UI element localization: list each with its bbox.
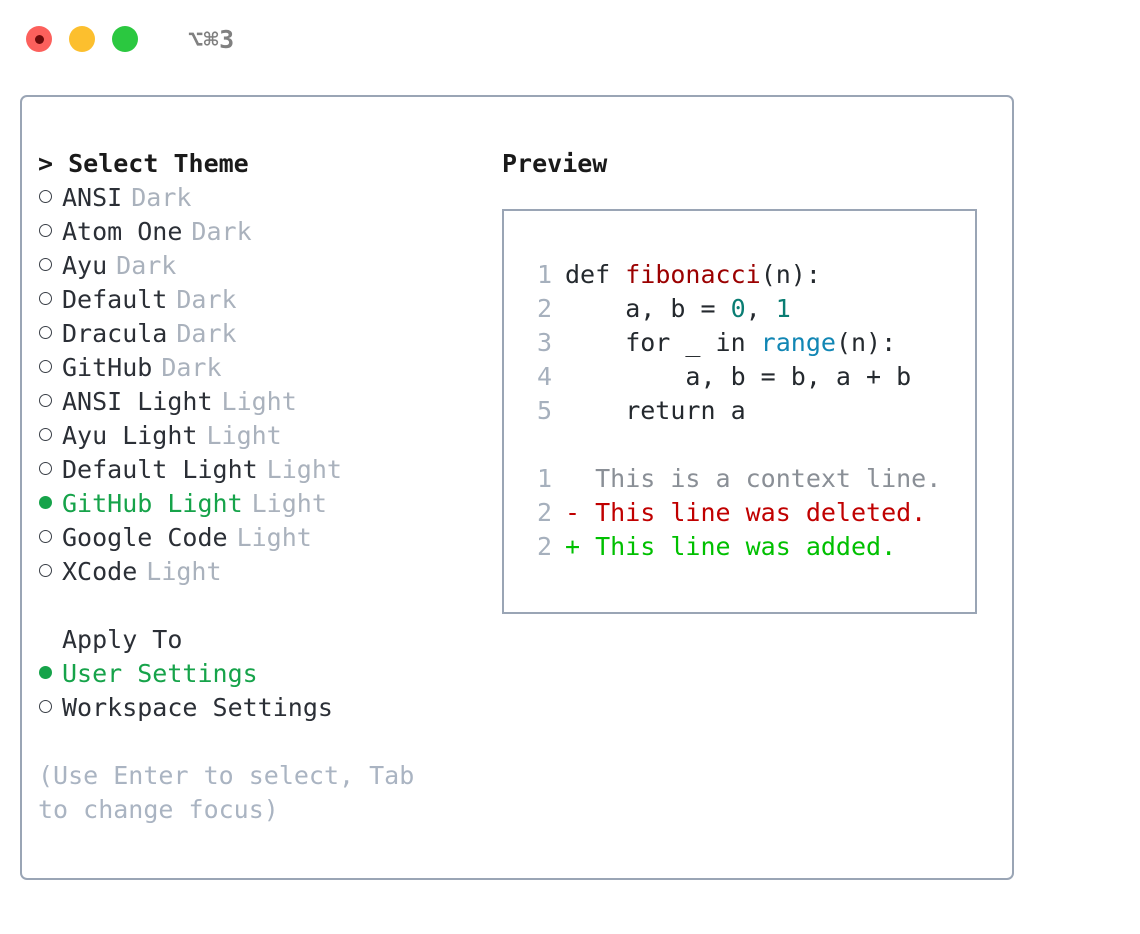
theme-option-category: Light <box>251 489 327 518</box>
theme-option-ayu-light[interactable]: Ayu Light Light <box>38 419 488 453</box>
code-line-text: a, b = 0, 1 <box>565 292 791 326</box>
theme-option-label: Default <box>62 285 168 314</box>
diff-marker: - <box>565 498 596 527</box>
theme-option-xcode[interactable]: XCode Light <box>38 555 488 589</box>
minimize-button[interactable] <box>69 26 95 52</box>
apply-to-option-label: Workspace Settings <box>62 693 333 722</box>
code-line: 1 def fibonacci(n): <box>522 258 975 292</box>
theme-option-label: ANSI Light <box>62 387 213 416</box>
theme-option-label: XCode <box>62 557 138 586</box>
keyboard-hint-text: (Use Enter to select, Tab to change focu… <box>38 761 430 824</box>
apply-to-option-label: User Settings <box>62 659 258 688</box>
preview-heading: Preview <box>502 149 608 178</box>
apply-to-option-user-settings[interactable]: User Settings <box>38 657 488 691</box>
code-token-plain: , <box>745 294 776 323</box>
code-line: 3 for _ in range(n): <box>522 326 975 360</box>
line-number: 1 <box>536 260 552 289</box>
window-controls <box>26 26 138 52</box>
theme-option-category: Dark <box>176 319 237 348</box>
apply-to-heading: Apply To <box>62 625 183 654</box>
theme-option-category: Dark <box>191 217 252 246</box>
code-token-plain: (n): <box>835 328 897 357</box>
diff-line: 1 This is a context line. <box>522 462 975 496</box>
theme-option-label: Google Code <box>62 523 228 552</box>
line-number: 2 <box>536 532 552 561</box>
code-line-text: for _ in range(n): <box>565 326 896 360</box>
diff-line-text: This line was added. <box>595 532 897 561</box>
section-spacer <box>38 589 488 623</box>
code-token-plain: a, b = b, a + b <box>565 362 912 391</box>
code-token-plain: a, b = <box>565 294 731 323</box>
line-number: 5 <box>536 396 552 425</box>
theme-option-label: Ayu Light <box>62 421 198 450</box>
code-token-fn: fibonacci <box>625 260 761 289</box>
theme-option-category: Light <box>236 523 312 552</box>
theme-option-dracula[interactable]: Dracula Dark <box>38 317 488 351</box>
code-line: 5 return a <box>522 394 975 428</box>
code-token-num: 0 <box>730 294 746 323</box>
theme-option-category: Light <box>146 557 222 586</box>
code-diff-gap <box>522 428 975 462</box>
code-token-plain: return a <box>565 396 746 425</box>
code-token-call: range <box>760 328 836 357</box>
theme-option-category: Dark <box>176 285 237 314</box>
title-bar: ⌥⌘3 <box>0 0 1140 78</box>
code-line-text: a, b = b, a + b <box>565 360 911 394</box>
line-number: 2 <box>536 294 552 323</box>
theme-option-label: ANSI <box>62 183 123 212</box>
theme-option-label: Atom One <box>62 217 183 246</box>
code-token-plain: for _ in <box>565 328 761 357</box>
theme-option-category: Dark <box>131 183 192 212</box>
line-number: 2 <box>536 498 552 527</box>
diff-sample: 1 This is a context line.2- This line wa… <box>522 462 975 564</box>
theme-option-label: Ayu <box>62 251 108 280</box>
code-token-plain: def <box>565 260 626 289</box>
theme-option-label: Default Light <box>62 455 258 484</box>
code-line: 2 a, b = 0, 1 <box>522 292 975 326</box>
line-number: 3 <box>536 328 552 357</box>
theme-option-label: Dracula <box>62 319 168 348</box>
theme-option-default-light[interactable]: Default Light Light <box>38 453 488 487</box>
code-line: 4 a, b = b, a + b <box>522 360 975 394</box>
theme-option-label: GitHub <box>62 353 153 382</box>
keyboard-shortcut-label: ⌥⌘3 <box>188 24 235 54</box>
theme-option-atom-one[interactable]: Atom One Dark <box>38 215 488 249</box>
diff-line: 2 + This line was added. <box>522 530 975 564</box>
maximize-button[interactable] <box>112 26 138 52</box>
theme-option-category: Dark <box>116 251 177 280</box>
theme-option-google-code[interactable]: Google Code Light <box>38 521 488 555</box>
theme-option-ansi[interactable]: ANSI Dark <box>38 181 488 215</box>
code-line-text: return a <box>565 394 746 428</box>
apply-to-option-workspace-settings[interactable]: Workspace Settings <box>38 691 488 725</box>
line-number: 1 <box>536 464 552 493</box>
code-line-text: def fibonacci(n): <box>565 258 821 292</box>
theme-option-github[interactable]: GitHub Dark <box>38 351 488 385</box>
theme-option-category: Light <box>221 387 297 416</box>
theme-option-github-light[interactable]: GitHub Light Light <box>38 487 488 521</box>
code-token-num: 1 <box>775 294 791 323</box>
line-number: 4 <box>536 362 552 391</box>
diff-marker: + <box>565 532 596 561</box>
theme-option-ayu[interactable]: Ayu Dark <box>38 249 488 283</box>
diff-marker <box>565 462 595 496</box>
theme-option-category: Light <box>206 421 282 450</box>
close-button[interactable] <box>26 26 52 52</box>
code-token-plain: (n): <box>760 260 821 289</box>
theme-option-ansi-light[interactable]: ANSI Light Light <box>38 385 488 419</box>
diff-line: 2- This line was deleted. <box>522 496 975 530</box>
theme-option-category: Dark <box>161 353 222 382</box>
diff-line-text: This line was deleted. <box>595 498 927 527</box>
theme-option-category: Light <box>266 455 342 484</box>
theme-option-default[interactable]: Default Dark <box>38 283 488 317</box>
select-theme-heading: > Select Theme <box>38 149 249 178</box>
theme-option-label: GitHub Light <box>62 489 243 518</box>
diff-line-text: This is a context line. <box>595 464 942 493</box>
